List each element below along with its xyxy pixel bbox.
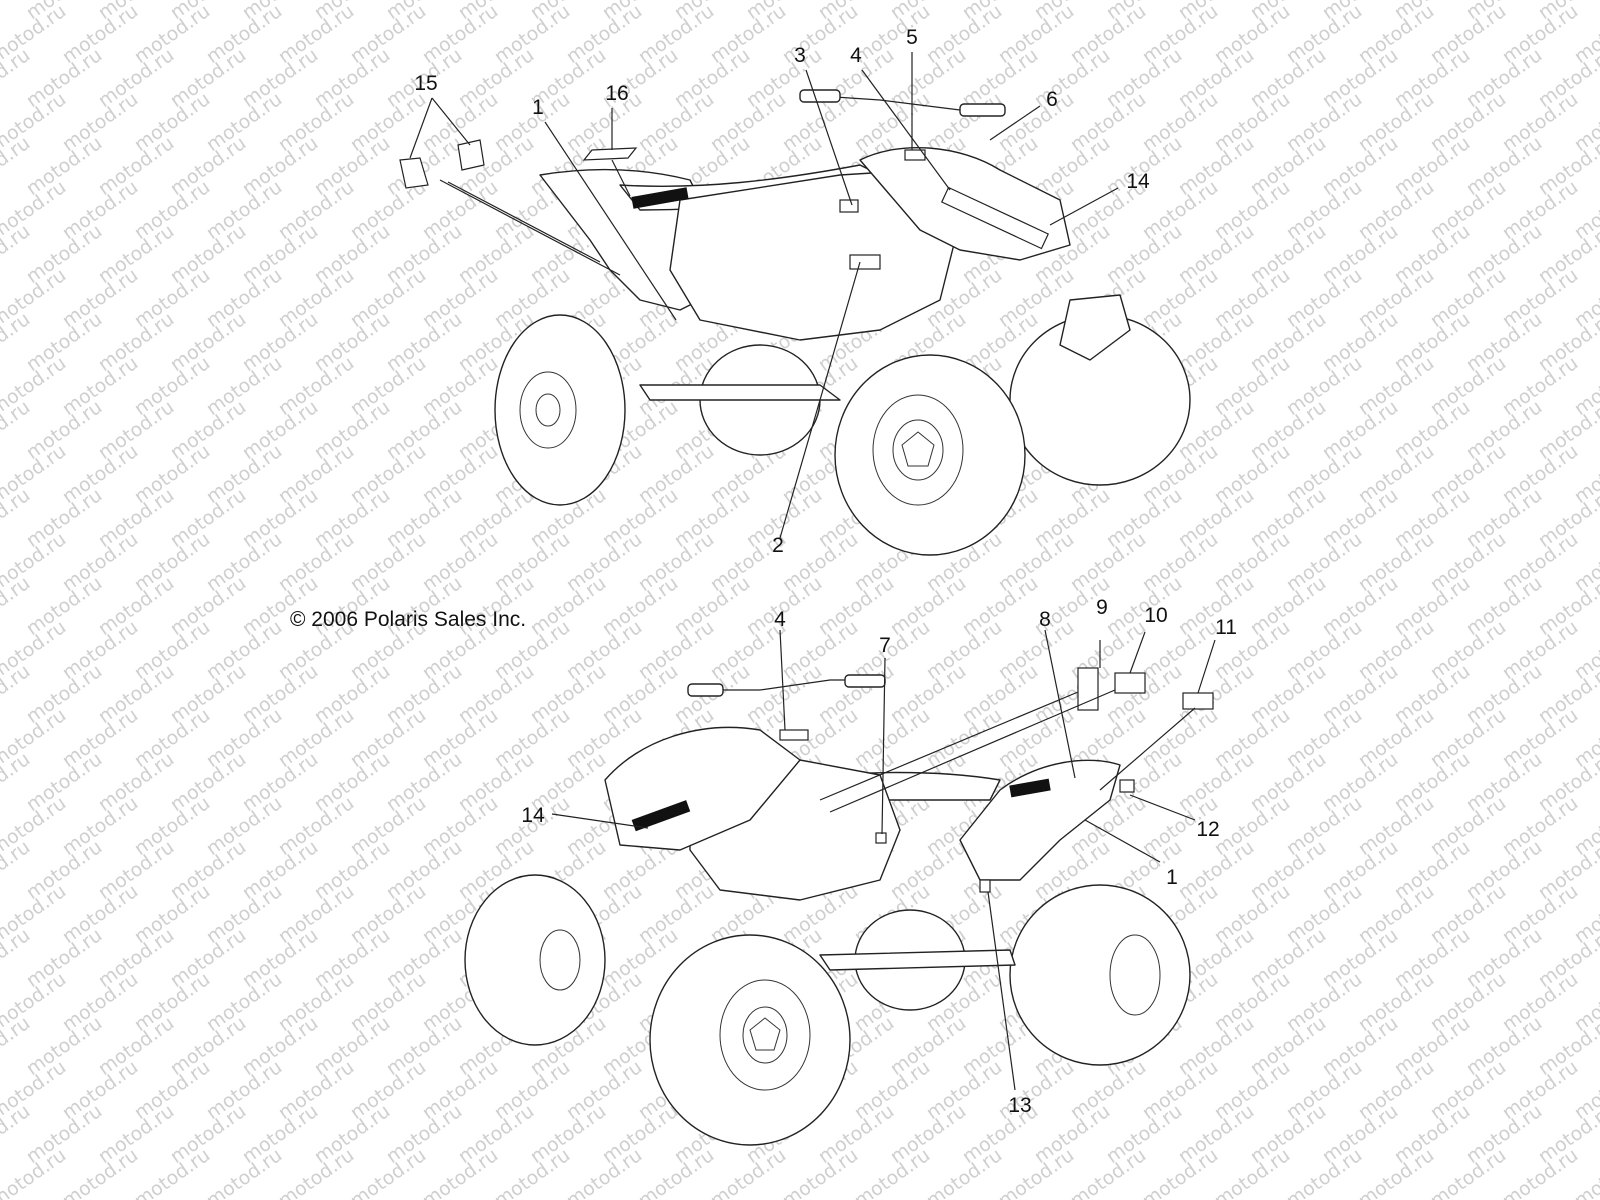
callout-bottom-10: 10 [1144, 604, 1167, 627]
decal-12 [1119, 779, 1135, 793]
callout-bottom-9: 9 [1096, 596, 1108, 619]
callout-top-2: 2 [772, 534, 784, 557]
callout-top-14: 14 [1126, 170, 1150, 193]
callout-top-4: 4 [850, 44, 862, 67]
decal-15-right [457, 139, 485, 171]
callout-bottom-12: 12 [1196, 818, 1219, 841]
decal-3-top [839, 199, 859, 213]
callout-bottom-14: 14 [521, 804, 545, 827]
callout-top-16: 16 [605, 82, 628, 105]
front-left-wheel-bottom [649, 934, 851, 1146]
front-right-wheel-bottom [464, 874, 606, 1046]
decal-4-bottom [779, 729, 809, 741]
copyright-notice: © 2006 Polaris Sales Inc. [290, 608, 526, 631]
front-left-wheel-top [834, 354, 1026, 556]
callout-top-5: 5 [906, 26, 918, 49]
callout-bottom-11: 11 [1215, 616, 1237, 639]
rear-wheel-top [494, 314, 626, 506]
callout-top-6: 6 [1046, 88, 1058, 111]
callout-top-15: 15 [414, 72, 437, 95]
decal-10 [1114, 672, 1146, 694]
callout-bottom-8: 8 [1039, 608, 1051, 631]
callout-top-1: 1 [532, 96, 544, 119]
callout-bottom-13: 13 [1008, 1094, 1031, 1117]
decal-7 [875, 832, 887, 844]
decal-16 [582, 147, 638, 161]
callout-bottom-4: 4 [774, 608, 786, 631]
rear-right-wheel-bottom [1009, 884, 1191, 1066]
decal-11 [1182, 692, 1214, 710]
decal-2-top [849, 254, 881, 270]
callout-top-3: 3 [794, 44, 806, 67]
callout-bottom-7: 7 [879, 634, 891, 657]
decal-13 [979, 879, 991, 893]
decal-9 [1077, 667, 1099, 711]
callout-bottom-1: 1 [1166, 866, 1178, 889]
footrest-top [639, 384, 841, 401]
